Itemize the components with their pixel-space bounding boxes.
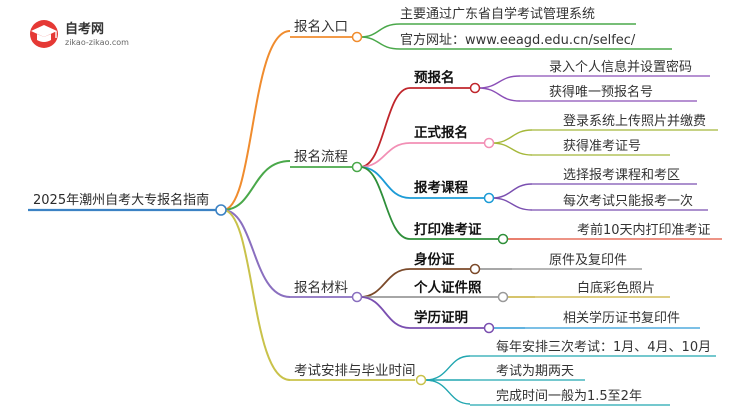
entry-item-1: 主要通过广东省自学考试管理系统	[400, 6, 595, 22]
logo: 自考网 zikao-zikao.com	[30, 20, 129, 48]
pre-item-2: 获得唯一预报名号	[549, 84, 653, 100]
connector-materials	[222, 209, 291, 298]
branch-process: 报名流程 预报名 录入个人信息并设置密码 获得唯一预报名号 正式报名 登录系统上…	[290, 59, 722, 245]
print-label: 打印准考证	[414, 221, 482, 238]
course-label: 报考课程	[414, 179, 468, 196]
edu-item-1: 相关学历证书复印件	[563, 310, 680, 326]
materials-label: 报名材料	[294, 280, 348, 296]
schedule-item-1: 每年安排三次考试：1月、4月、10月	[496, 339, 711, 355]
formal-label: 正式报名	[414, 124, 468, 141]
pre-item-1: 录入个人信息并设置密码	[549, 59, 692, 75]
schedule-item-3: 完成时间一般为1.5至2年	[496, 388, 642, 404]
print-toggle[interactable]	[497, 233, 509, 245]
root-label: 2025年潮州自考大专报名指南	[33, 192, 209, 208]
entry-item-2: 官方网址：www.eeagd.edu.cn/selfec/	[400, 32, 636, 48]
edu-toggle[interactable]	[483, 322, 495, 334]
process-print: 打印准考证 考前10天内打印准考证	[410, 221, 722, 245]
schedule-label: 考试安排与毕业时间	[294, 363, 416, 379]
logo-subtitle: zikao-zikao.com	[65, 38, 129, 47]
course-item-1: 选择报考课程和考区	[563, 168, 680, 183]
graduation-cap-icon	[30, 20, 58, 48]
formal-toggle[interactable]	[483, 137, 495, 149]
course-item-2: 每次考试只能报考一次	[563, 193, 693, 209]
id-item-1: 原件及复印件	[549, 253, 627, 268]
process-formal: 正式报名 登录系统上传照片并缴费 获得准考证号	[410, 114, 718, 156]
process-course: 报考课程 选择报考课程和考区 每次考试只能报考一次	[410, 168, 708, 211]
materials-personal: 个人证件照 白底彩色照片	[410, 279, 670, 303]
process-toggle[interactable]	[351, 161, 363, 173]
personal-item-1: 白底彩色照片	[577, 280, 655, 296]
logo-title: 自考网	[65, 21, 104, 37]
branch-materials: 报名材料 身份证 原件及复印件 个人证件照 白底彩色照片 学历证明	[290, 251, 700, 334]
id-label: 身份证	[414, 251, 455, 268]
materials-id: 身份证 原件及复印件	[410, 251, 642, 275]
formal-item-1: 登录系统上传照片并缴费	[563, 114, 706, 129]
schedule-toggle[interactable]	[415, 374, 427, 386]
materials-edu: 学历证明 相关学历证书复印件	[410, 309, 700, 334]
personal-label: 个人证件照	[413, 279, 482, 296]
entry-toggle[interactable]	[351, 31, 363, 43]
connector-entry	[222, 30, 291, 211]
connector-schedule	[222, 209, 291, 381]
process-pre: 预报名 录入个人信息并设置密码 获得唯一预报名号	[410, 59, 710, 102]
course-toggle[interactable]	[483, 192, 495, 204]
formal-item-2: 获得准考证号	[563, 138, 641, 154]
materials-toggle[interactable]	[351, 291, 363, 303]
print-item-1: 考前10天内打印准考证	[577, 222, 711, 238]
branch-entry: 报名入口 主要通过广东省自学考试管理系统 官方网址：www.eeagd.edu.…	[290, 6, 672, 50]
connector-process	[222, 160, 291, 211]
pre-toggle[interactable]	[469, 82, 481, 94]
schedule-item-2: 考试为期两天	[496, 364, 574, 379]
edu-label: 学历证明	[414, 309, 468, 326]
root-node: 2025年潮州自考大专报名指南	[28, 192, 219, 212]
pre-label: 预报名	[414, 69, 455, 86]
process-label: 报名流程	[294, 149, 348, 165]
id-toggle[interactable]	[469, 263, 481, 275]
branch-schedule: 考试安排与毕业时间 每年安排三次考试：1月、4月、10月 考试为期两天 完成时间…	[290, 339, 716, 406]
root-toggle[interactable]	[215, 204, 227, 216]
entry-label: 报名入口	[294, 19, 348, 35]
personal-toggle[interactable]	[497, 291, 509, 303]
